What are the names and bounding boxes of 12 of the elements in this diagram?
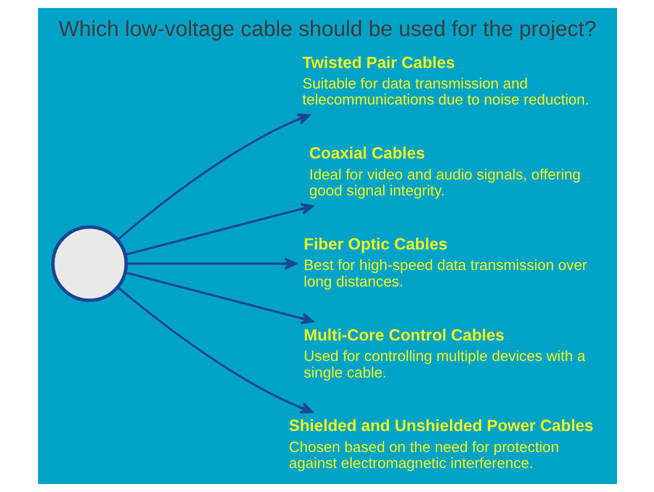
node-text: Coaxial Cables Ideal for video and audio signals, offering good signal integrity. bbox=[308, 144, 580, 200]
node-text: Multi-Core Control Cables Used for controlling multiple devices with a single cable. bbox=[303, 326, 585, 382]
arrow bbox=[126, 258, 297, 270]
node-circle bbox=[50, 225, 128, 302]
arrow bbox=[124, 271, 314, 324]
node-text: Fiber Optic Cables Best for high-speed data transmission over long distances. bbox=[303, 236, 587, 290]
node-text: Shielded and Unshielded Power Cables Chosen based on the need for protection against electromagnetic interference. bbox=[288, 417, 593, 472]
arrow bbox=[116, 114, 310, 241]
node-text: Twisted Pair Cables Suitable for data transmission and telecommunications due to noise reduction. bbox=[302, 54, 589, 109]
diagram-title: Which low-voltage cable should be used for the project? bbox=[58, 16, 596, 42]
arrow bbox=[124, 202, 314, 256]
arrow bbox=[116, 286, 313, 414]
